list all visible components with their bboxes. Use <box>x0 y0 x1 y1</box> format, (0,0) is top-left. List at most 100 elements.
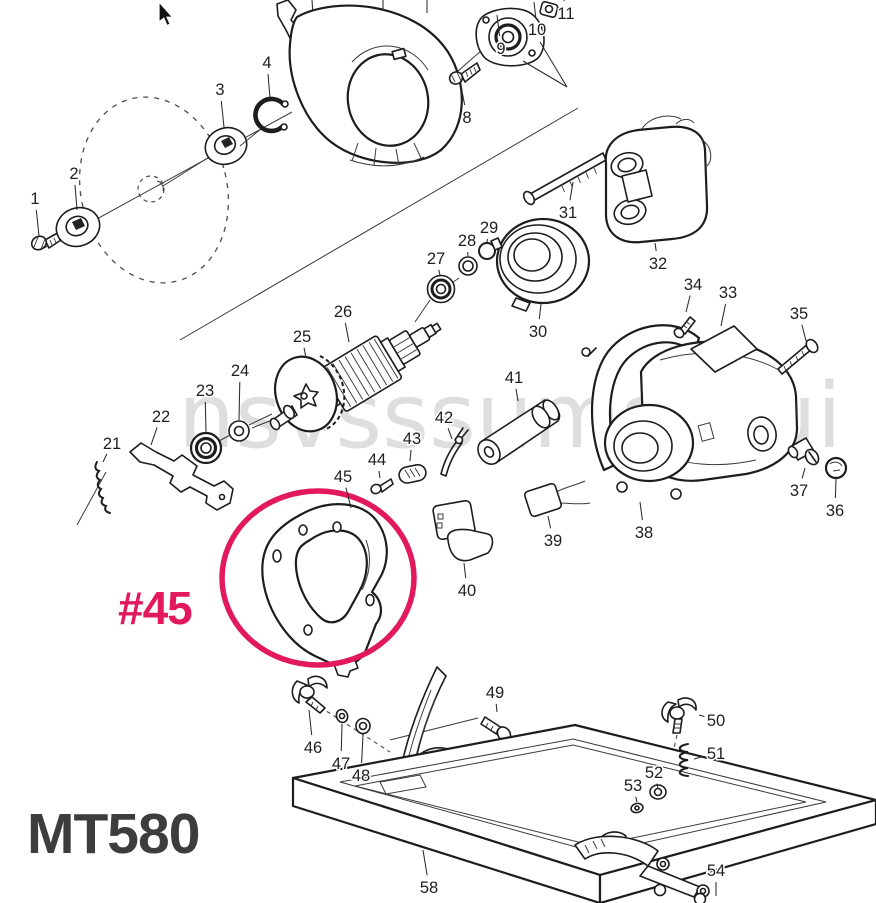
part-label-46: 46 <box>304 739 322 757</box>
motor-housing-part-38 <box>581 324 799 500</box>
leader-line-47 <box>340 723 343 752</box>
spring-part-51 <box>678 743 689 777</box>
part-label-31: 31 <box>559 204 577 222</box>
part-callout-29: 29 <box>478 217 500 243</box>
lever-part-22 <box>129 442 234 511</box>
part-callout-22: 22 <box>150 406 172 446</box>
leader-line-49 <box>495 703 498 713</box>
part-callout-31: 31 <box>557 181 579 223</box>
snap-ring-part-4 <box>239 96 289 147</box>
part-callout-42: 42 <box>433 407 455 440</box>
part-callout-34: 34 <box>682 274 704 313</box>
part-callout-21: 21 <box>101 433 123 463</box>
ball-bearing-part-23 <box>189 431 223 465</box>
part-callout-39: 39 <box>542 515 564 551</box>
part-callout-53: 53 <box>622 775 644 803</box>
part-callout-38: 38 <box>633 501 655 543</box>
part-label-47: 47 <box>332 755 350 773</box>
screw-part-31 <box>522 152 607 206</box>
leader-line-22 <box>150 427 158 446</box>
leader-line-1 <box>35 209 40 237</box>
leader-line-33 <box>720 303 727 327</box>
part-callout-24: 24 <box>229 360 251 421</box>
part-callout-4: 4 <box>261 52 273 99</box>
leader-line-26 <box>344 322 350 343</box>
washer-part-48 <box>355 717 371 735</box>
leader-line-23 <box>204 401 207 433</box>
washer-part-53 <box>630 802 644 814</box>
leader-line-32 <box>654 242 657 252</box>
part-label-32: 32 <box>649 255 667 273</box>
part-label-49: 49 <box>486 684 504 702</box>
part-callout-45: 45 <box>332 466 354 509</box>
part-label-34: 34 <box>684 276 702 294</box>
part-callout-10: 10 <box>526 1 548 40</box>
part-callout-8: 8 <box>460 85 473 128</box>
part-callout-54: 54 <box>705 860 727 896</box>
part-callout-49: 49 <box>484 682 506 713</box>
part-callout-48: 48 <box>350 734 372 786</box>
wire-clip-part-42 <box>440 427 469 477</box>
part-label-11: 11 <box>557 5 574 23</box>
leader-line-51 <box>693 755 705 760</box>
screw-part-35 <box>777 338 819 375</box>
pin-part-10 <box>539 1 559 18</box>
part-callout-9: 9 <box>495 14 507 59</box>
part-label-41: 41 <box>505 369 523 387</box>
leader-line-30 <box>538 303 542 320</box>
part-callout-35: 35 <box>788 303 810 342</box>
part-label-21: 21 <box>103 435 121 453</box>
part-callout-25: 25 <box>291 326 313 359</box>
part-callout-2: 2 <box>68 163 80 211</box>
brush-cap-part-37 <box>787 437 820 466</box>
leader-line-34 <box>685 295 691 313</box>
part-label-36: 36 <box>826 502 844 520</box>
part-callout-40: 40 <box>456 562 478 601</box>
spring-part-21 <box>94 461 111 514</box>
part-label-4: 4 <box>262 54 271 72</box>
part-callout-3: 3 <box>214 79 226 128</box>
part-callout-30: 30 <box>527 303 549 342</box>
part-callout-52: 52 <box>643 762 665 789</box>
part-callout-32: 32 <box>647 242 669 274</box>
part-label-9: 9 <box>496 40 505 58</box>
part-label-44: 44 <box>368 451 386 469</box>
part-callout-44: 44 <box>366 449 388 479</box>
leader-line-27 <box>438 269 441 276</box>
screw-part-8 <box>448 62 481 85</box>
washer-part-47 <box>335 708 349 724</box>
part-callout-28: 28 <box>456 230 478 257</box>
part-callout-23: 23 <box>194 380 216 433</box>
base-plate-part-58 <box>291 723 876 903</box>
bearing-box-part-30 <box>490 217 591 312</box>
part-label-27: 27 <box>427 250 445 268</box>
ball-bearing-part-27 <box>426 274 456 304</box>
nut-part-52 <box>649 784 667 800</box>
part-label-51: 51 <box>707 745 725 763</box>
armature-part-26 <box>316 322 442 412</box>
part-label-58: 58 <box>420 879 438 897</box>
leader-line-53 <box>635 796 638 803</box>
part-callout-47: 47 <box>330 723 352 774</box>
field-stator-part-32 <box>604 115 712 244</box>
part-callout-1: 1 <box>29 188 41 237</box>
part-label-37: 37 <box>790 482 808 500</box>
part-label-48: 48 <box>352 767 370 785</box>
part-callout-58: 58 <box>418 849 440 898</box>
part-label-38: 38 <box>635 524 653 542</box>
part-label-23: 23 <box>196 382 214 400</box>
part-label-50: 50 <box>707 712 725 730</box>
bearing-retainer-part-9 <box>475 7 568 88</box>
part-callout-46: 46 <box>302 709 324 758</box>
part-callout-33: 33 <box>717 282 739 327</box>
part-label-24: 24 <box>231 362 249 380</box>
part-callout-51: 51 <box>693 743 727 764</box>
bevel-lever-assembly <box>574 831 710 903</box>
part-label-33: 33 <box>719 284 737 302</box>
blade-guard <box>288 4 463 167</box>
o-ring-part-29 <box>478 242 496 260</box>
part-label-8: 8 <box>462 109 471 127</box>
leader-line-31 <box>569 181 574 201</box>
washer-part-28 <box>458 256 478 276</box>
